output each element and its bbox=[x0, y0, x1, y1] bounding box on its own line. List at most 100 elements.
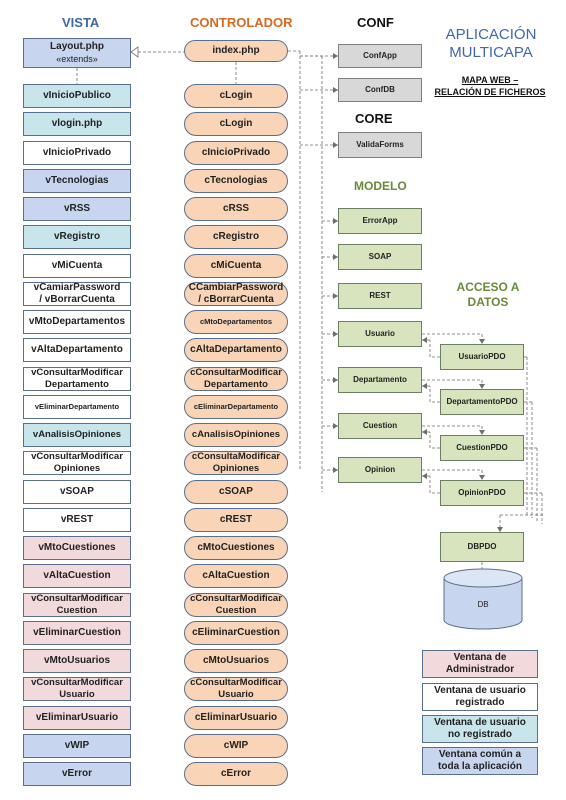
view-box-label: vCamiarPassword / vBorrarCuenta bbox=[33, 281, 121, 305]
view-box: vSOAP bbox=[23, 479, 131, 504]
model-box: ErrorApp bbox=[338, 208, 422, 234]
view-box: vInicioPublico bbox=[23, 84, 131, 108]
arrow-head bbox=[333, 377, 338, 383]
app-subtitle: MAPA WEB – RELACIÓN DE FICHEROS bbox=[434, 75, 546, 97]
controller-box: cREST bbox=[184, 507, 288, 532]
core-heading: CORE bbox=[355, 111, 393, 126]
controller-box: cWIP bbox=[184, 733, 288, 758]
controller-box-label: cRSS bbox=[222, 203, 250, 214]
controller-box: cAltaCuestion bbox=[184, 564, 288, 589]
controller-box: cConsultarModificar Cuestion bbox=[184, 592, 288, 617]
model-box-label: Cuestion bbox=[362, 421, 398, 430]
controller-box: cEliminarUsuario bbox=[184, 705, 288, 730]
controller-box-label: cConsultaModificar Opiniones bbox=[191, 451, 281, 475]
pdo-box: UsuarioPDO bbox=[440, 344, 524, 370]
db-label: DB bbox=[477, 600, 489, 609]
dbpdo-box: DBPDO bbox=[440, 532, 524, 562]
view-box-label: vAltaCuestion bbox=[43, 570, 111, 582]
arrow-head bbox=[479, 384, 485, 389]
view-box: vCamiarPassword / vBorrarCuenta bbox=[23, 281, 131, 306]
app-title: APLICACIÓN MULTICAPA bbox=[445, 26, 537, 61]
arrow-head bbox=[333, 254, 338, 260]
controller-box-label: cEliminarUsuario bbox=[194, 711, 278, 723]
view-box-label: vConsultarModificar Usuario bbox=[31, 677, 123, 701]
view-box: vMtoUsuarios bbox=[23, 649, 131, 673]
conf-box-label: ConfDB bbox=[365, 85, 395, 94]
legend-item-label: Ventana de usuario no registrado bbox=[434, 717, 526, 740]
extends-arrow-head bbox=[130, 46, 139, 58]
controller-box: cAnalisisOpiniones bbox=[184, 423, 288, 447]
controller-box: cAltaDepartamento bbox=[184, 338, 288, 363]
view-box: vError bbox=[23, 762, 131, 786]
pdo-box-label: OpinionPDO bbox=[458, 488, 506, 497]
view-box-label: vREST bbox=[60, 513, 94, 525]
controller-box-label: cREST bbox=[219, 513, 253, 525]
model-box-label: REST bbox=[369, 291, 391, 300]
view-box: vAltaCuestion bbox=[23, 564, 131, 589]
view-box: vAnalisisOpiniones bbox=[23, 423, 131, 447]
view-box: vConsultarModificar Usuario bbox=[23, 677, 131, 702]
arrow-head bbox=[479, 430, 485, 435]
layout-label: Layout.php bbox=[50, 41, 104, 52]
view-box-label: vMiCuenta bbox=[51, 259, 103, 271]
pdo-box: CuestionPDO bbox=[440, 435, 524, 461]
pdo-box-label: CuestionPDO bbox=[456, 443, 508, 452]
view-box-label: vConsultarModificar Cuestion bbox=[31, 592, 123, 616]
controller-box: cConsultarModificar Departamento bbox=[184, 366, 288, 391]
view-box-label: vTecnologias bbox=[45, 174, 109, 186]
controller-box-label: cLogin bbox=[219, 90, 253, 101]
model-box-label: Usuario bbox=[365, 329, 395, 338]
conf-box: ConfApp bbox=[338, 44, 422, 68]
controller-box-label: cEliminarDepartamento bbox=[193, 401, 279, 411]
index-box: index.php bbox=[184, 40, 288, 62]
view-box-label: vEliminarUsuario bbox=[35, 711, 119, 723]
controller-box: cRegistro bbox=[184, 225, 288, 250]
arrow-head bbox=[479, 475, 485, 480]
legend-item: Ventana de Administrador bbox=[422, 650, 538, 678]
legend-item-label: Ventana común a toda la aplicación bbox=[438, 749, 522, 772]
model-box-label: Departamento bbox=[353, 375, 407, 384]
conf-box-label: ConfApp bbox=[363, 51, 397, 60]
model-box: REST bbox=[338, 283, 422, 309]
controller-box-label: cConsultarModificar Usuario bbox=[190, 677, 282, 701]
view-box-label: vInicioPublico bbox=[43, 90, 111, 101]
view-box-label: vMtoUsuarios bbox=[43, 655, 111, 666]
controller-box-label: cAltaCuestion bbox=[202, 570, 270, 582]
controller-box-label: cWIP bbox=[223, 739, 249, 751]
controller-box-label: cEliminarCuestion bbox=[192, 626, 280, 638]
layout-box: Layout.php «extends» bbox=[23, 38, 131, 68]
conf-heading: CONF bbox=[357, 15, 394, 30]
view-box-label: vRSS bbox=[63, 203, 91, 214]
arrow-head bbox=[333, 142, 338, 148]
model-box: Departamento bbox=[338, 367, 422, 393]
controller-box: cRSS bbox=[184, 197, 288, 221]
vista-heading: VISTA bbox=[62, 15, 100, 30]
model-box: Opinion bbox=[338, 457, 422, 483]
arrow-head bbox=[422, 337, 427, 343]
controller-box: cMiCuenta bbox=[184, 253, 288, 278]
view-box-label: vError bbox=[61, 768, 92, 779]
model-box: SOAP bbox=[338, 244, 422, 270]
controller-box: cLogin bbox=[184, 84, 288, 108]
view-box-label: vEliminarDepartamento bbox=[34, 401, 120, 411]
view-box-label: vAltaDepartamento bbox=[31, 344, 123, 356]
view-box: vEliminarCuestion bbox=[23, 620, 131, 645]
model-box-label: ErrorApp bbox=[362, 216, 398, 225]
view-box: vREST bbox=[23, 507, 131, 532]
controller-box: cMtoDepartamentos bbox=[184, 310, 288, 334]
arrow-head bbox=[333, 293, 338, 299]
view-box: vWIP bbox=[23, 733, 131, 758]
view-box: vRSS bbox=[23, 197, 131, 221]
controller-box-label: cTecnologias bbox=[204, 174, 268, 186]
view-box: vInicioPrivado bbox=[23, 140, 131, 165]
controller-box: cError bbox=[184, 762, 288, 786]
legend-item-label: Ventana de usuario registrado bbox=[434, 685, 526, 708]
view-box: vMtoCuestiones bbox=[23, 536, 131, 560]
view-box: vConsultarModificar Opiniones bbox=[23, 451, 131, 476]
arrow-head bbox=[333, 331, 338, 337]
arrow-head bbox=[333, 423, 338, 429]
dbpdo-label: DBPDO bbox=[467, 542, 497, 551]
controller-box-label: cInicioPrivado bbox=[201, 146, 271, 158]
acceso-datos-heading: ACCESO A DATOS bbox=[456, 280, 520, 309]
